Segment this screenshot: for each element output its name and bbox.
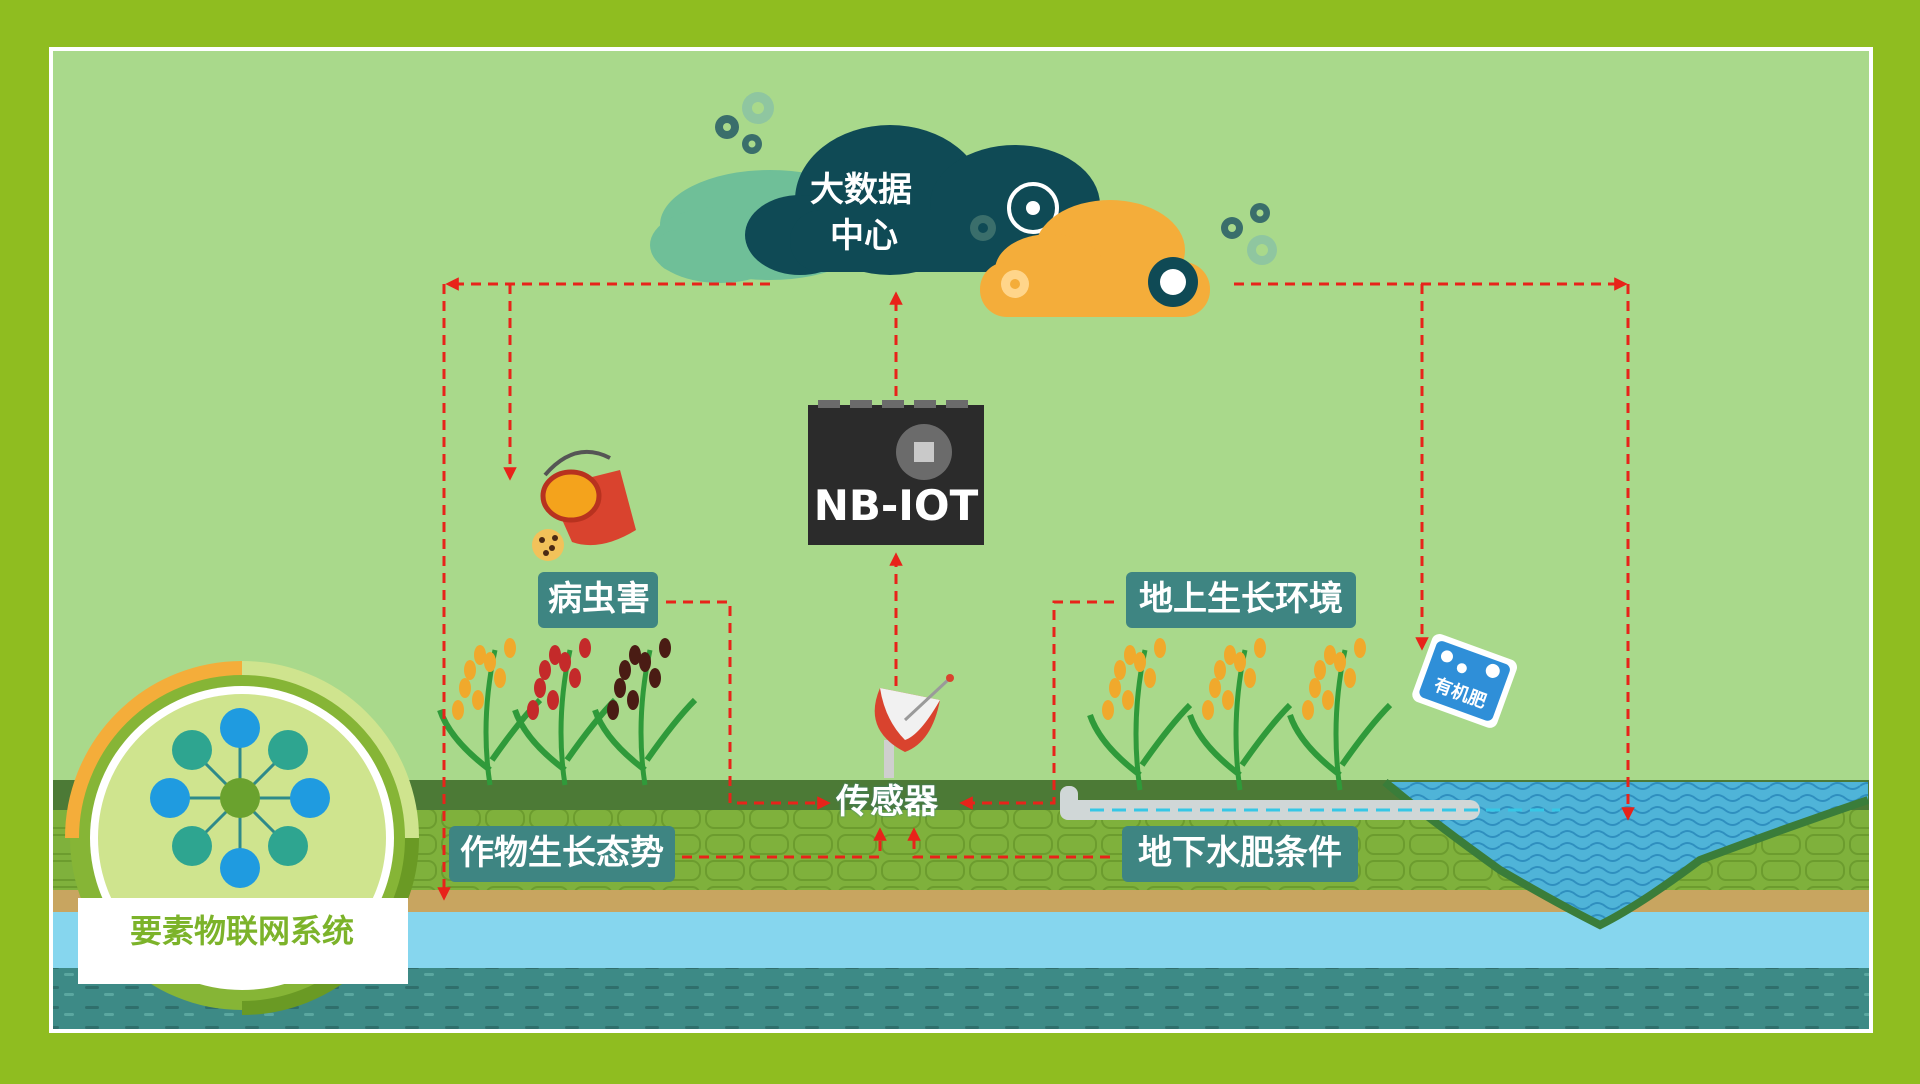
node-pest: 病虫害 [538,572,658,628]
gear-icon [970,215,996,241]
gear-icon [742,134,762,154]
gear-icon [715,115,739,139]
network-hub-icon [150,708,330,888]
fertilizer-bag-icon: 有机肥 [1412,633,1518,728]
pond-water [1385,782,1868,925]
system-badge [65,661,419,1015]
edge-above-to-sensor [959,600,1114,810]
edge-arrows [437,277,1635,901]
gear-icon [1001,270,1029,298]
rice-plant-icon [1187,638,1293,791]
rice-plant-icon [512,638,618,786]
nb-iot-chip [808,400,984,545]
node-crop-growth: 作物生长态势 [449,826,675,882]
cloud-label-line2: 中心 [830,216,898,256]
satellite-dish-icon [874,674,954,778]
gear-icon [1250,203,1270,223]
pesticide-bucket-icon [532,449,636,561]
rice-plant-icon [437,638,543,786]
node-above-environment: 地上生长环境 [1126,572,1356,628]
cloud-label-line1: 大数据 [810,170,912,210]
inner-frame [49,47,1873,1033]
gear-icon [1247,235,1277,265]
gear-icon [742,92,774,124]
rice-plant-icon [592,638,698,786]
node-sensor: 传感器 [836,782,938,822]
badge-title: 要素物联网系统 [129,912,354,950]
gear-icon [1221,217,1243,239]
rice-plant-icon [1287,638,1393,791]
node-underground: 地下水肥条件 [1122,826,1358,882]
rice-plant-icon [1087,638,1193,791]
edge-pest-to-sensor [666,600,831,810]
chip-label: NB-IOT [813,481,979,530]
edge-underground-to-sensor [907,827,1110,859]
